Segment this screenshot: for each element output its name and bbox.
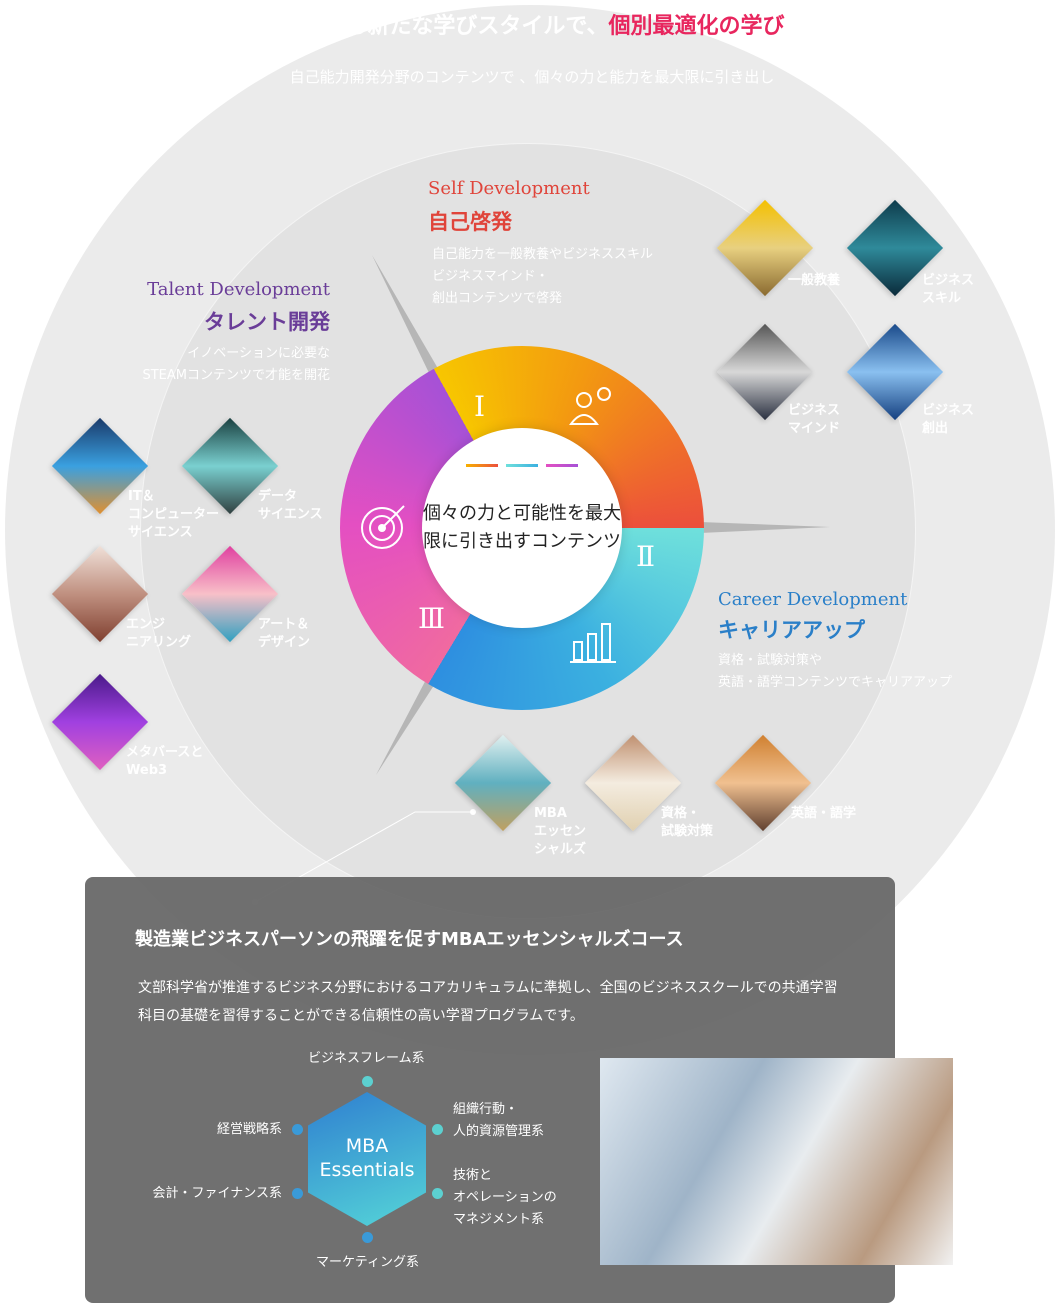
area-label: 組織行動・ 人的資源管理系: [453, 1102, 545, 1139]
item-label: MBA エッセン シャルズ: [534, 806, 587, 857]
item-label: メタバースと Web3: [126, 745, 204, 778]
item-label: 資格・ 試験対策: [661, 806, 714, 839]
area-label: マーケティング系: [316, 1255, 419, 1270]
item-label: ビジネス スキル: [922, 273, 975, 306]
node-dot: [432, 1124, 443, 1135]
numeral-1: Ⅰ: [474, 390, 486, 423]
node-dot: [362, 1232, 373, 1243]
center-text: 個々の力と可能性を最大限に引き出すコンテンツ: [423, 503, 621, 552]
talent-jp-title: タレント開発: [204, 310, 330, 334]
area-label: 会計・ファイナンス系: [152, 1186, 282, 1201]
bar-chart-icon: [570, 623, 616, 663]
career-en-title: Career Development: [718, 589, 908, 610]
panel-description: 文部科学省が推進するビジネス分野におけるコアカリキュラムに準拠し、全国のビジネス…: [138, 980, 838, 1024]
node-dot: [432, 1188, 443, 1199]
item-label: ビジネス 創出: [922, 403, 975, 436]
numeral-3: Ⅲ: [418, 602, 446, 635]
self-en-title: Self Development: [428, 178, 590, 199]
business-people-photo: [600, 1058, 953, 1265]
subline: 自己能力開発分野のコンテンツで 、個々の力と能力を最大限に引き出し: [289, 68, 775, 86]
career-desc: 資格・試験対策や英語・語学コンテンツでキャリアアップ: [718, 653, 953, 690]
area-label: 経営戦略系: [216, 1122, 282, 1137]
mba-essentials-hub: MBA Essentials: [308, 1092, 426, 1226]
area-label: 技術と オペレーションの マネジメント系: [453, 1168, 557, 1227]
node-dot: [362, 1076, 373, 1087]
person-idea-icon: [569, 387, 611, 425]
area-label: ビジネスフレーム系: [308, 1051, 425, 1066]
item-label: 一般教養: [788, 273, 841, 288]
center-circle: 個々の力と可能性を最大限に引き出すコンテンツ: [422, 428, 622, 628]
item-label: IT＆ コンピューター サイエンス: [128, 489, 220, 540]
node-dot: [292, 1188, 303, 1199]
item-label: ビジネス マインド: [788, 403, 841, 436]
numeral-2: Ⅱ: [636, 540, 656, 573]
panel-title: 製造業ビジネスパーソンの飛躍を促すMBAエッセンシャルズコース: [135, 929, 684, 950]
item-label: データ サイエンス: [258, 489, 323, 522]
headline: における新たな学びスタイルで、個別最適化の学び: [279, 14, 785, 39]
item-label: 英語・語学: [791, 806, 857, 821]
item-label: エンジ ニアリング: [126, 617, 192, 650]
node-dot: [292, 1124, 303, 1135]
talent-en-title: Talent Development: [147, 279, 330, 300]
target-icon: [361, 505, 405, 549]
career-jp-title: キャリアアップ: [718, 618, 865, 642]
self-jp-title: 自己啓発: [428, 210, 512, 234]
color-bars: [466, 464, 578, 467]
item-label: アート＆ デザイン: [258, 617, 311, 650]
self-desc: 自己能力を一般教養やビジネススキルビジネスマインド・創出コンテンツで啓発: [432, 247, 654, 306]
